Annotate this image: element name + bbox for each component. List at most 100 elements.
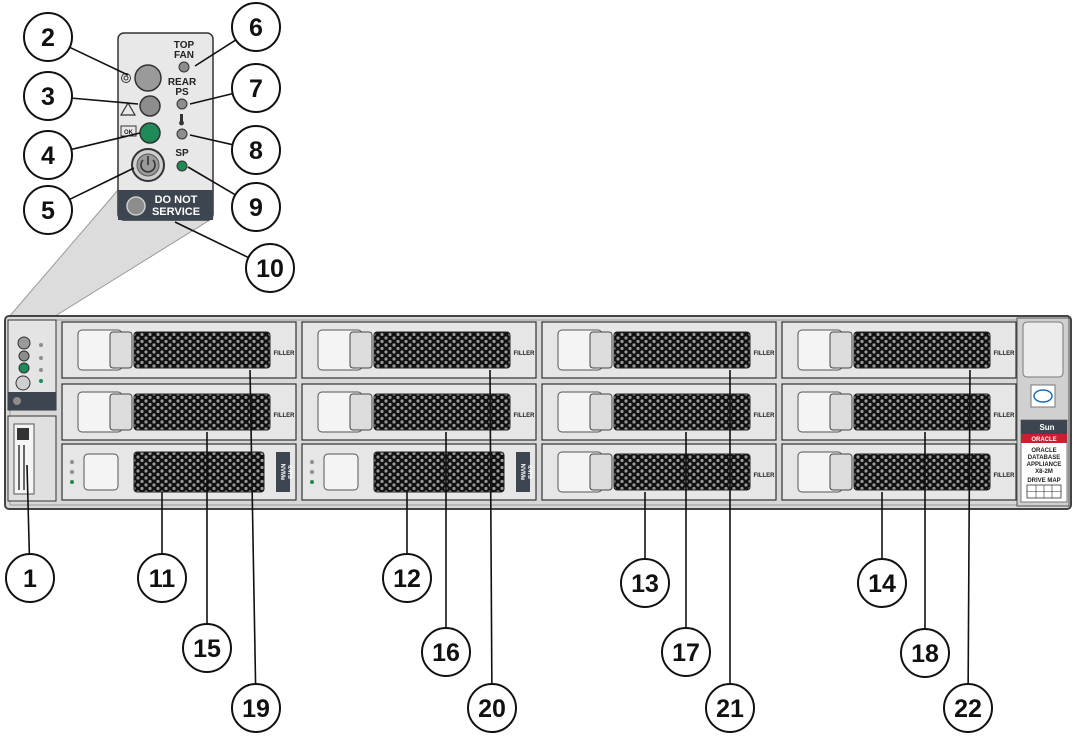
- warning-triangle-icon: [119, 101, 137, 116]
- drive-slot-filler-r2-c4[interactable]: FILLER: [781, 383, 1017, 441]
- intel-badge: [1030, 384, 1056, 408]
- drive-slot-filler-r3-c3[interactable]: FILLER: [541, 443, 777, 501]
- rear-ps-led: [176, 98, 188, 110]
- callout-label-21: 21: [716, 695, 744, 723]
- filler-label: FILLER: [274, 413, 296, 419]
- callout-circle-15: [182, 623, 232, 673]
- leader-line-5: [69, 167, 135, 201]
- callout-circle-8: [231, 125, 281, 175]
- drive-ok-led: [310, 460, 314, 464]
- callout-label-3: 3: [41, 83, 55, 111]
- drive-slot-filler-r1-c1[interactable]: FILLER: [61, 321, 297, 379]
- filler-label: FILLER: [994, 351, 1016, 357]
- callout-label-13: 13: [631, 570, 659, 598]
- drive-slot-filler-r2-c1[interactable]: FILLER: [61, 383, 297, 441]
- callout-label-18: 18: [911, 640, 939, 668]
- nvme-label: NVMe: [519, 464, 525, 481]
- callout-circle-7: [231, 63, 281, 113]
- callout-circle-17: [661, 627, 711, 677]
- filler-label: FILLER: [274, 351, 296, 357]
- callout-label-5: 5: [41, 197, 55, 225]
- drive-slot-filler-r1-c3[interactable]: FILLER: [541, 321, 777, 379]
- do-not-service-led: [126, 196, 146, 216]
- drive-release-button[interactable]: [323, 453, 359, 491]
- nvme-capacity-label: 6.4TB: [286, 465, 292, 479]
- locator-button[interactable]: [134, 64, 162, 92]
- callout-label-4: 4: [41, 142, 55, 170]
- callout-circle-18: [900, 628, 950, 678]
- do-not-service-label-1: DO NOT: [155, 194, 198, 206]
- filler-label: FILLER: [514, 351, 536, 357]
- leader-line-4: [71, 132, 141, 151]
- callout-circle-3: [23, 71, 73, 121]
- callout-label-22: 22: [954, 695, 982, 723]
- drive-release-button[interactable]: [83, 453, 119, 491]
- top-fan-led: [178, 61, 190, 73]
- drive-activity-led: [70, 480, 74, 484]
- drive-slot-filler-r1-c2[interactable]: FILLER: [301, 321, 537, 379]
- power-ok-led: [139, 122, 161, 144]
- sun-label: Sun: [1039, 423, 1054, 432]
- ok-label: OK: [124, 130, 134, 136]
- leader-line-2: [69, 46, 129, 76]
- drive-slot-filler-r2-c2[interactable]: FILLER: [301, 383, 537, 441]
- callout-circle-5: [23, 185, 73, 235]
- leader-line-19: [249, 369, 257, 685]
- callout-label-11: 11: [149, 565, 176, 593]
- callout-label-12: 12: [393, 565, 421, 593]
- callout-label-7: 7: [249, 75, 263, 103]
- service-action-led: [139, 95, 161, 117]
- overtemp-led: [176, 128, 188, 140]
- callout-circle-22: [943, 683, 993, 733]
- callout-circle-19: [231, 683, 281, 733]
- drive-activity-led: [310, 480, 314, 484]
- callout-circle-9: [231, 182, 281, 232]
- oracle-brand-label: ORACLE: [1031, 437, 1056, 443]
- rear-ps-label-1: REAR: [168, 77, 197, 88]
- top-fan-label-2: FAN: [174, 50, 194, 61]
- drive-slot-filler-r2-c3[interactable]: FILLER: [541, 383, 777, 441]
- callout-circle-21: [705, 683, 755, 733]
- callout-label-1: 1: [23, 565, 37, 593]
- product-line-1: ORACLE: [1031, 448, 1056, 454]
- sp-ok-led: [176, 160, 188, 172]
- product-line-3: APPLIANCE: [1027, 462, 1062, 468]
- drive-slot-filler-r3-c4[interactable]: FILLER: [781, 443, 1017, 501]
- callout-circle-13: [620, 558, 670, 608]
- callout-label-2: 2: [41, 24, 55, 52]
- drive-fault-led: [70, 470, 74, 474]
- callout-label-14: 14: [868, 570, 896, 598]
- callout-label-8: 8: [249, 137, 263, 165]
- product-line-4: X8-2M: [1035, 469, 1053, 475]
- filler-label: FILLER: [754, 413, 776, 419]
- drive-slot-filler-r1-c4[interactable]: FILLER: [781, 321, 1017, 379]
- leader-line-6: [194, 39, 237, 67]
- callout-circle-16: [421, 627, 471, 677]
- callout-circle-4: [23, 130, 73, 180]
- leader-line-10: [174, 221, 249, 259]
- filler-label: FILLER: [994, 413, 1016, 419]
- right-ear-panel: Sun ORACLE ORACLE DATABASE APPLIANCE X8-…: [1016, 317, 1070, 507]
- callout-circle-2: [23, 12, 73, 62]
- leader-line-3: [71, 97, 139, 105]
- leader-line-1: [26, 464, 31, 555]
- enlarged-status-panel: OK TOP FAN REAR PS SP DO NOT SERVICE: [117, 32, 214, 221]
- callout-label-17: 17: [672, 639, 700, 667]
- do-not-service-label-2: SERVICE: [152, 206, 200, 218]
- top-fan-label-1: TOP: [174, 40, 195, 51]
- nvme-capacity-label: 6.4TB: [526, 465, 532, 479]
- filler-label: FILLER: [754, 473, 776, 479]
- callout-circle-10: [245, 243, 295, 293]
- leader-line-20: [489, 369, 493, 685]
- leader-line-8: [189, 134, 233, 146]
- leader-line-22: [967, 369, 971, 685]
- drive-fault-led: [310, 470, 314, 474]
- callout-label-10: 10: [256, 255, 284, 283]
- filler-label: FILLER: [514, 413, 536, 419]
- rear-ps-label-2: PS: [175, 87, 189, 98]
- callout-label-6: 6: [249, 14, 263, 42]
